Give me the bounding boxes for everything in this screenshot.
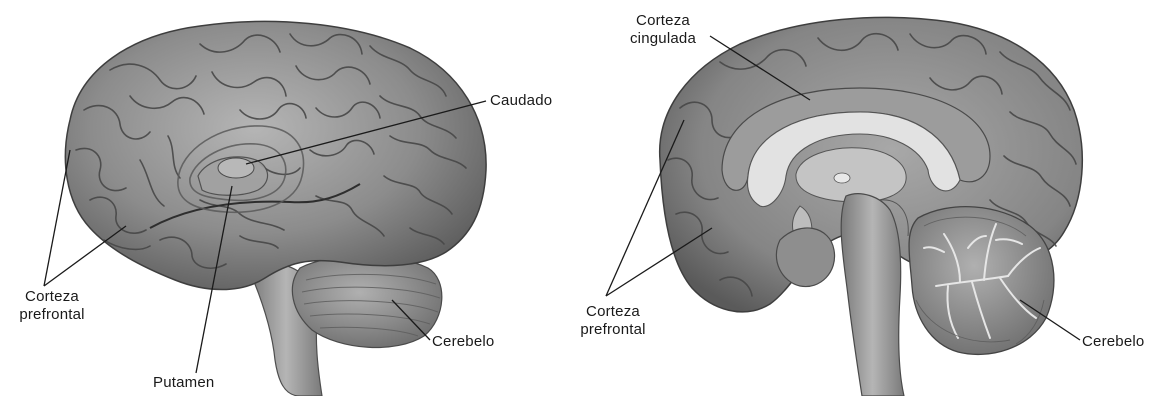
brainstem-medial [841, 194, 904, 396]
label-line: cingulada [618, 30, 708, 48]
label-line: prefrontal [7, 306, 97, 324]
label-line: Corteza [7, 288, 97, 306]
label-line: Corteza [568, 303, 658, 321]
label-corteza-prefrontal-medial: Corteza prefrontal [568, 303, 658, 339]
label-corteza-prefrontal-lateral: Corteza prefrontal [7, 288, 97, 324]
caudate-head [218, 158, 254, 178]
leader-cpf-left-a [44, 150, 70, 286]
label-line: Corteza [618, 12, 708, 30]
label-cerebelo-medial: Cerebelo [1082, 333, 1144, 351]
label-corteza-cingulada: Corteza cingulada [618, 12, 708, 48]
temporal-lobe-medial [776, 228, 834, 287]
lateral-brain-view [65, 21, 486, 396]
leader-cpf-left-b [44, 226, 126, 286]
label-line: prefrontal [568, 321, 658, 339]
label-putamen: Putamen [153, 374, 214, 392]
medial-brain-view [660, 17, 1083, 396]
label-cerebelo-lateral: Cerebelo [432, 333, 494, 351]
label-caudado: Caudado [490, 92, 552, 110]
